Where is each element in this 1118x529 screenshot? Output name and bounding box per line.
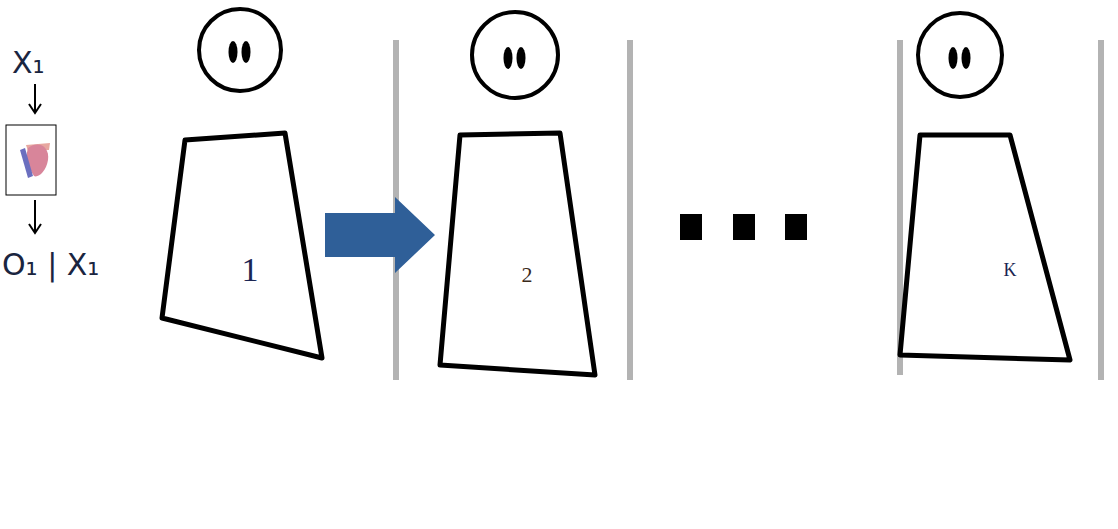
figure-number: 1 — [242, 253, 259, 287]
figure-body — [162, 133, 322, 358]
divider-bar — [393, 40, 399, 380]
figure-number: K — [1004, 261, 1017, 279]
divider-bar — [627, 40, 633, 380]
variable-label: O₁ | X₁ — [2, 250, 99, 280]
ellipsis-square — [680, 214, 702, 240]
picture-frame — [6, 125, 56, 195]
picture-stroke — [20, 148, 33, 178]
person-figure: 2 — [435, 8, 600, 380]
figure-head — [199, 9, 281, 91]
down-arrow — [34, 200, 36, 232]
figure-outline — [895, 8, 1075, 365]
divider-bar — [1098, 40, 1104, 380]
variable-label: X₁ — [12, 48, 45, 78]
ellipsis-square — [785, 214, 807, 240]
block-arrow — [325, 197, 435, 273]
figure-eye — [242, 41, 251, 63]
figure-number: 2 — [522, 264, 533, 286]
figure-body — [900, 135, 1070, 360]
figure-eye — [962, 47, 971, 69]
arrow-head — [29, 104, 41, 113]
ellipsis-square — [733, 214, 755, 240]
figure-outline — [435, 8, 600, 380]
ellipsis-squares — [680, 214, 807, 240]
figure-eye — [517, 47, 526, 69]
figure-head — [472, 12, 558, 98]
figure-head — [918, 13, 1002, 97]
figure-eye — [504, 47, 513, 69]
picture-box — [6, 125, 56, 195]
person-figure: K — [895, 8, 1075, 365]
figure-outline — [155, 5, 325, 365]
down-arrow — [34, 84, 36, 112]
person-figure: 1 — [155, 5, 325, 365]
arrow-head — [29, 224, 41, 233]
figure-eye — [949, 47, 958, 69]
figure-body — [440, 133, 595, 375]
figure-eye — [229, 41, 238, 63]
